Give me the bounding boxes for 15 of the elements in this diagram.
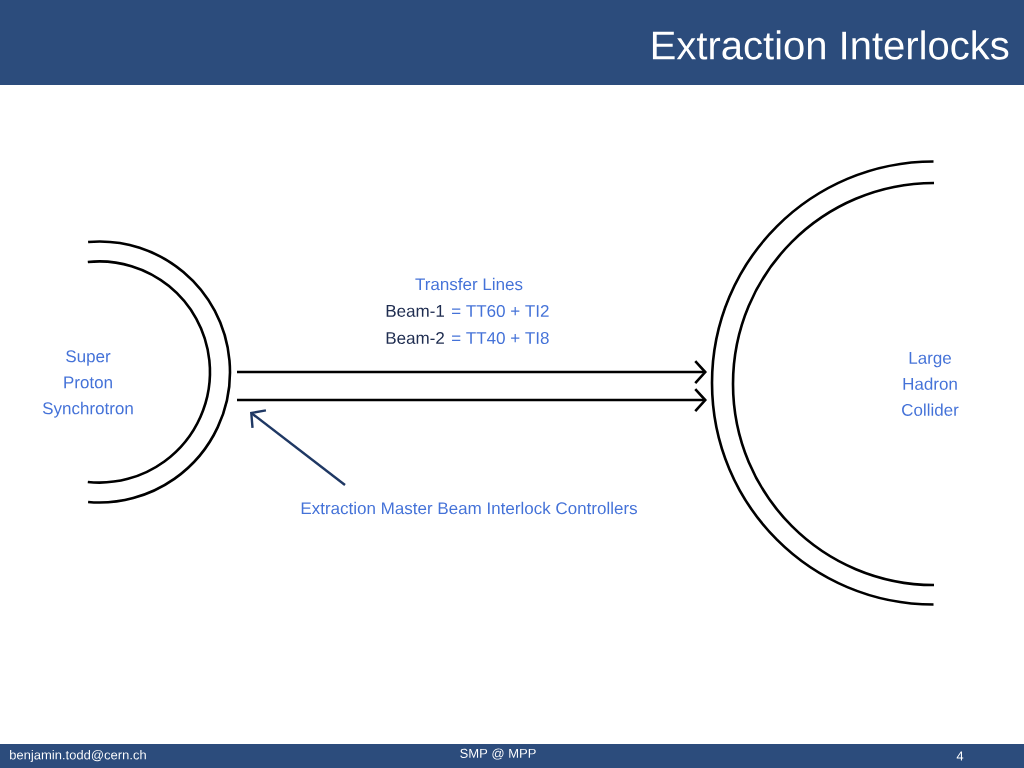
ring-drawing: Large Hadron Collider (710, 160, 959, 606)
arrow (237, 388, 707, 412)
line-label: = TT40 + TI8 (452, 332, 549, 345)
title: Extraction Interlocks (652, 30, 1009, 60)
arrow (237, 360, 707, 384)
footer-text: benjamin.todd@cern.ch (10, 749, 146, 763)
line-label: Beam-2 (386, 332, 444, 345)
ring-drawing: Super Proton Synchrotron (42, 240, 232, 504)
page-number: 4 (956, 751, 964, 761)
callout-text: Extraction Master Beam Interlock Controllers (301, 501, 637, 515)
line-label: Beam-1 (386, 305, 444, 317)
footer-text: SMP @ MPP (460, 748, 536, 760)
line-label: Transfer Lines (415, 277, 523, 291)
arrow (250, 409, 346, 486)
line-label: = TT60 + TI2 (452, 305, 549, 318)
